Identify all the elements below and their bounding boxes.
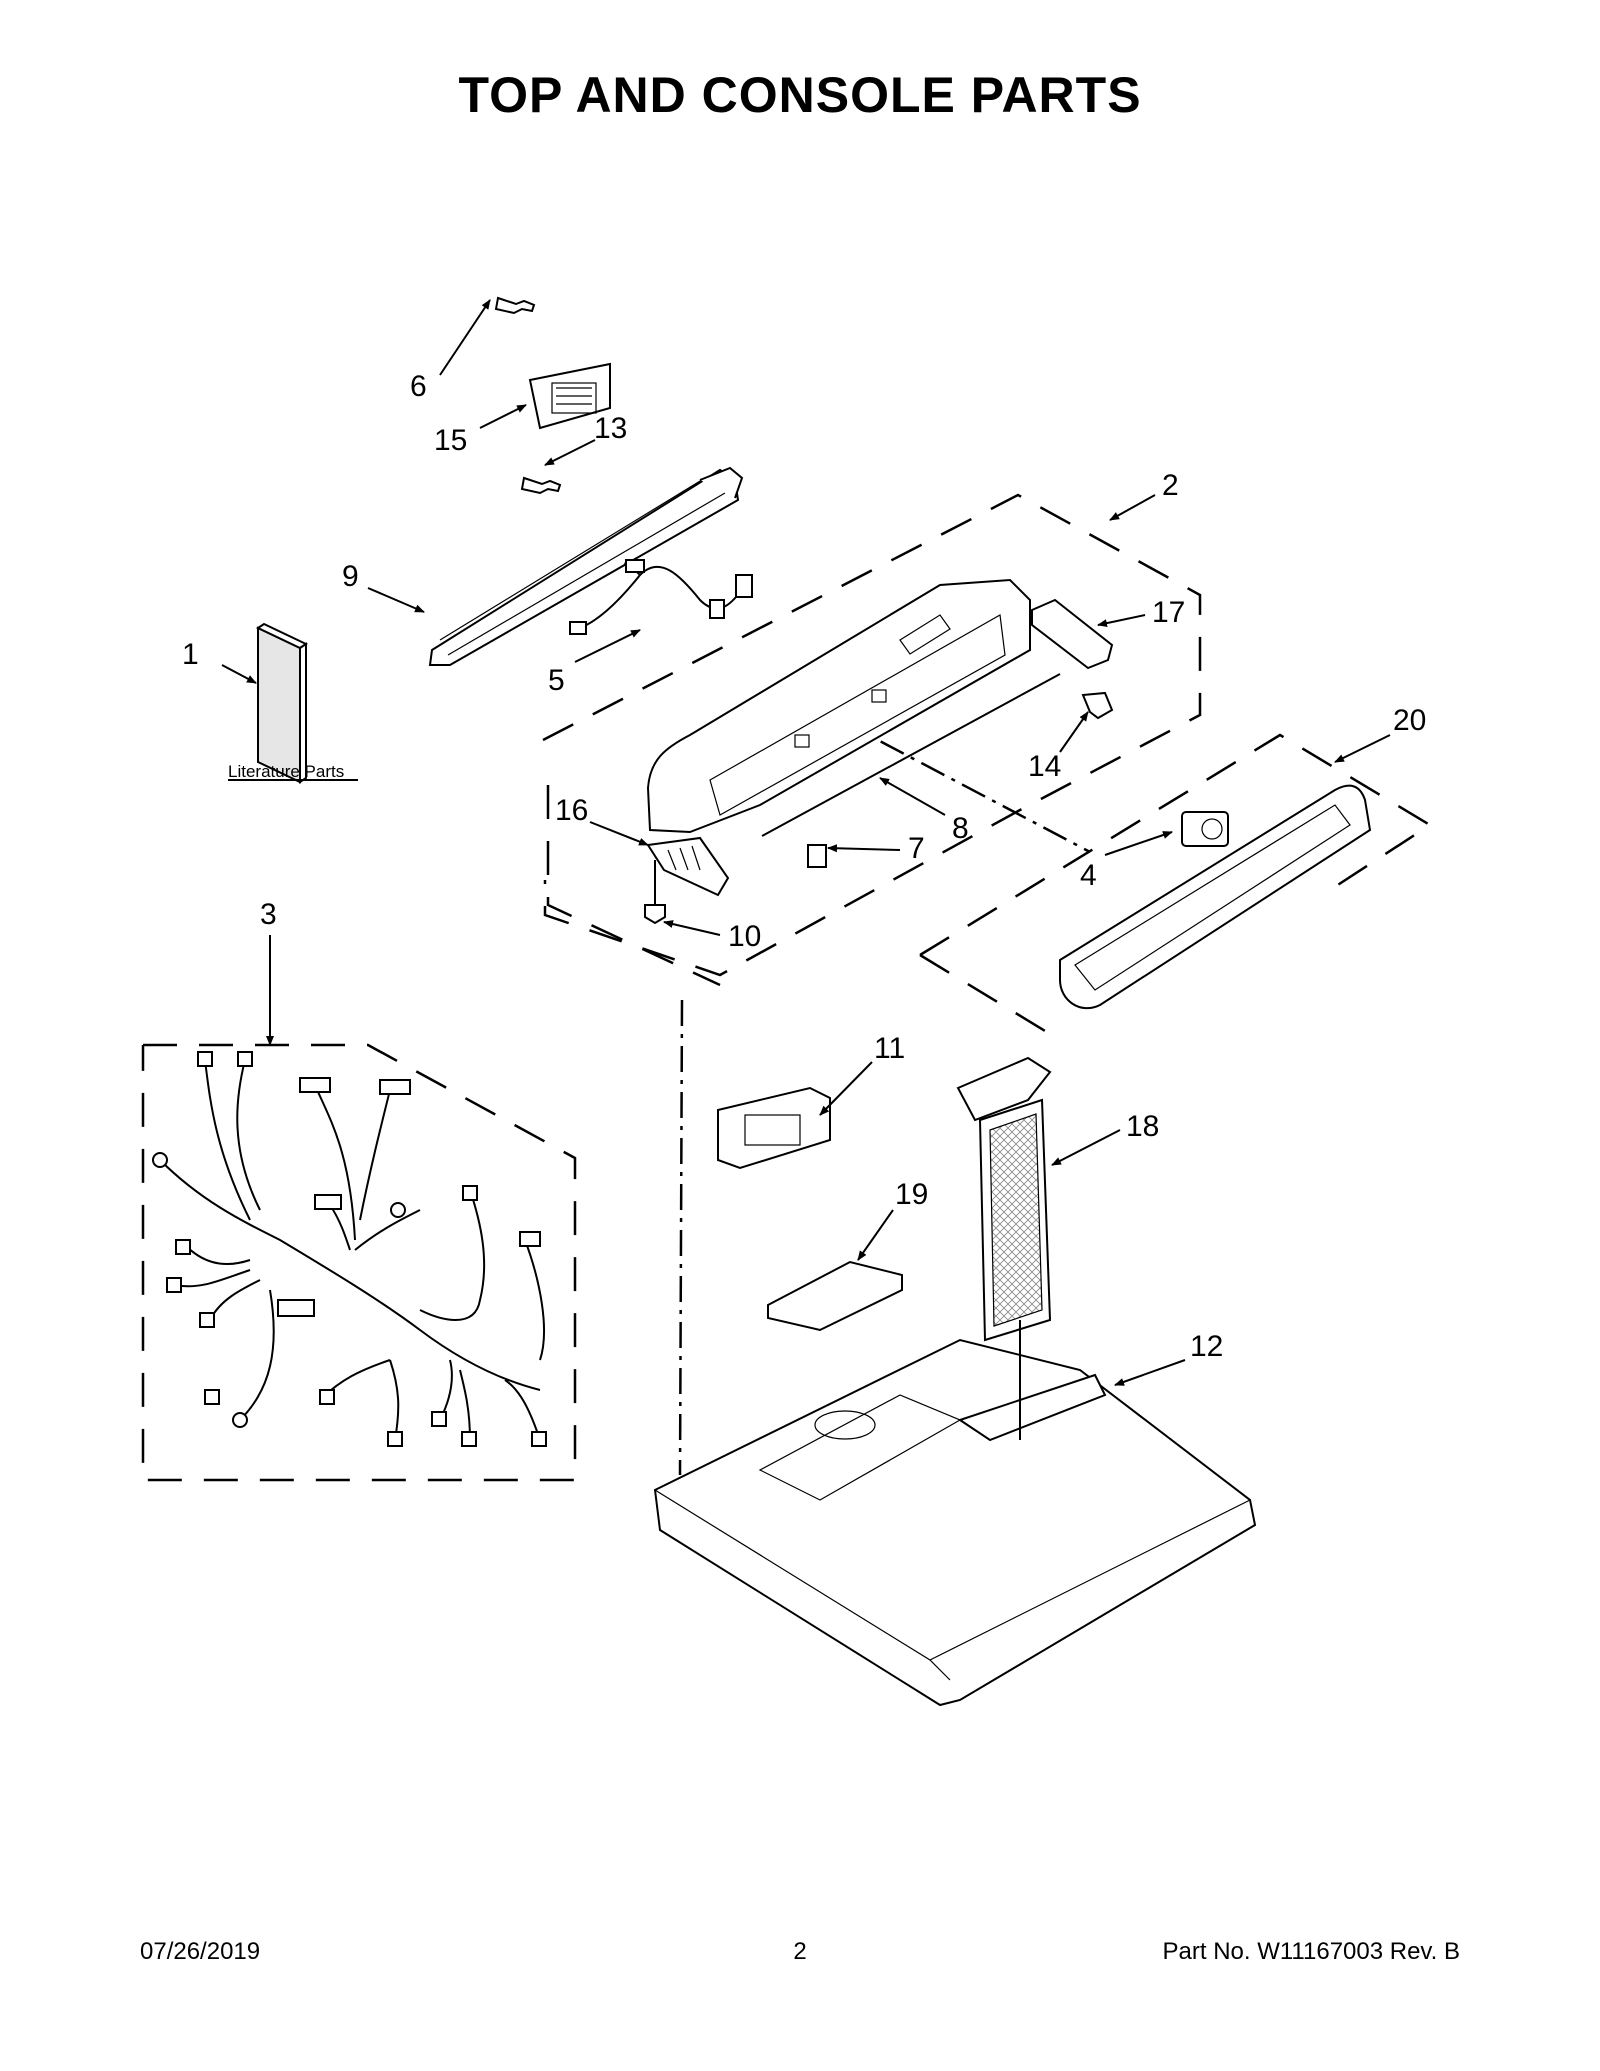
alignment-line-2	[839, 718, 1091, 854]
callout-2: 2	[1162, 469, 1179, 502]
callout-9: 9	[342, 560, 359, 593]
callout-7: 7	[908, 832, 925, 865]
callout-8: 8	[952, 812, 969, 845]
console-part	[646, 578, 1031, 834]
footer-date: 07/26/2019	[140, 1938, 261, 1965]
console-end-part-16	[646, 836, 730, 897]
cap-group-outline	[919, 733, 1433, 957]
lint-screen-part-18	[956, 1056, 1052, 1342]
callout-4: 4	[1080, 859, 1097, 892]
footer-page-number: 2	[793, 1938, 807, 1965]
main-harness-part	[152, 1051, 547, 1447]
console-end-part-17	[1031, 598, 1114, 670]
callout-14: 14	[1028, 750, 1061, 783]
callout-3: 3	[260, 898, 277, 931]
console-group-outline	[542, 493, 1202, 977]
console-cap-part-20	[1059, 784, 1372, 1010]
callout-16: 16	[555, 794, 588, 827]
clip-part-14	[1081, 691, 1114, 720]
harness-group-outline	[141, 1043, 577, 1482]
screw-part-6	[494, 296, 536, 315]
bracket-part	[528, 362, 611, 430]
page-title: TOP AND CONSOLE PARTS	[458, 67, 1142, 123]
clip-part-7	[807, 844, 827, 868]
footer-part-number: Part No. W11167003 Rev. B	[1162, 1938, 1460, 1965]
leader-lines	[221, 299, 1391, 1386]
callout-13: 13	[594, 412, 627, 445]
callout-1: 1	[182, 638, 199, 671]
top-panel-part-12	[653, 1338, 1257, 1707]
control-board-part	[717, 1086, 831, 1170]
callout-11: 11	[874, 1032, 905, 1065]
callout-10: 10	[728, 920, 761, 953]
callout-6: 6	[410, 370, 427, 403]
callout-15: 15	[434, 424, 467, 457]
callout-5: 5	[548, 664, 565, 697]
callout-12: 12	[1190, 1330, 1223, 1363]
callout-18: 18	[1126, 1110, 1159, 1143]
alignment-line	[678, 999, 684, 1476]
screw-part-10	[644, 860, 666, 925]
plate-part-19	[767, 1260, 903, 1332]
console-rod-part	[761, 673, 1061, 837]
console-trim-part	[428, 466, 744, 666]
console-wire-part	[569, 559, 753, 635]
callout-19: 19	[895, 1178, 928, 1211]
callout-17: 17	[1152, 596, 1185, 629]
cap-group-outline-lower	[919, 953, 1061, 1042]
screw-part-13	[520, 476, 562, 495]
console-group-outline-lower	[546, 785, 721, 987]
switch-part-4	[1181, 811, 1229, 847]
literature-parts-label: Literature Parts	[228, 762, 344, 781]
literature-part	[255, 622, 309, 784]
callout-20: 20	[1393, 704, 1426, 737]
